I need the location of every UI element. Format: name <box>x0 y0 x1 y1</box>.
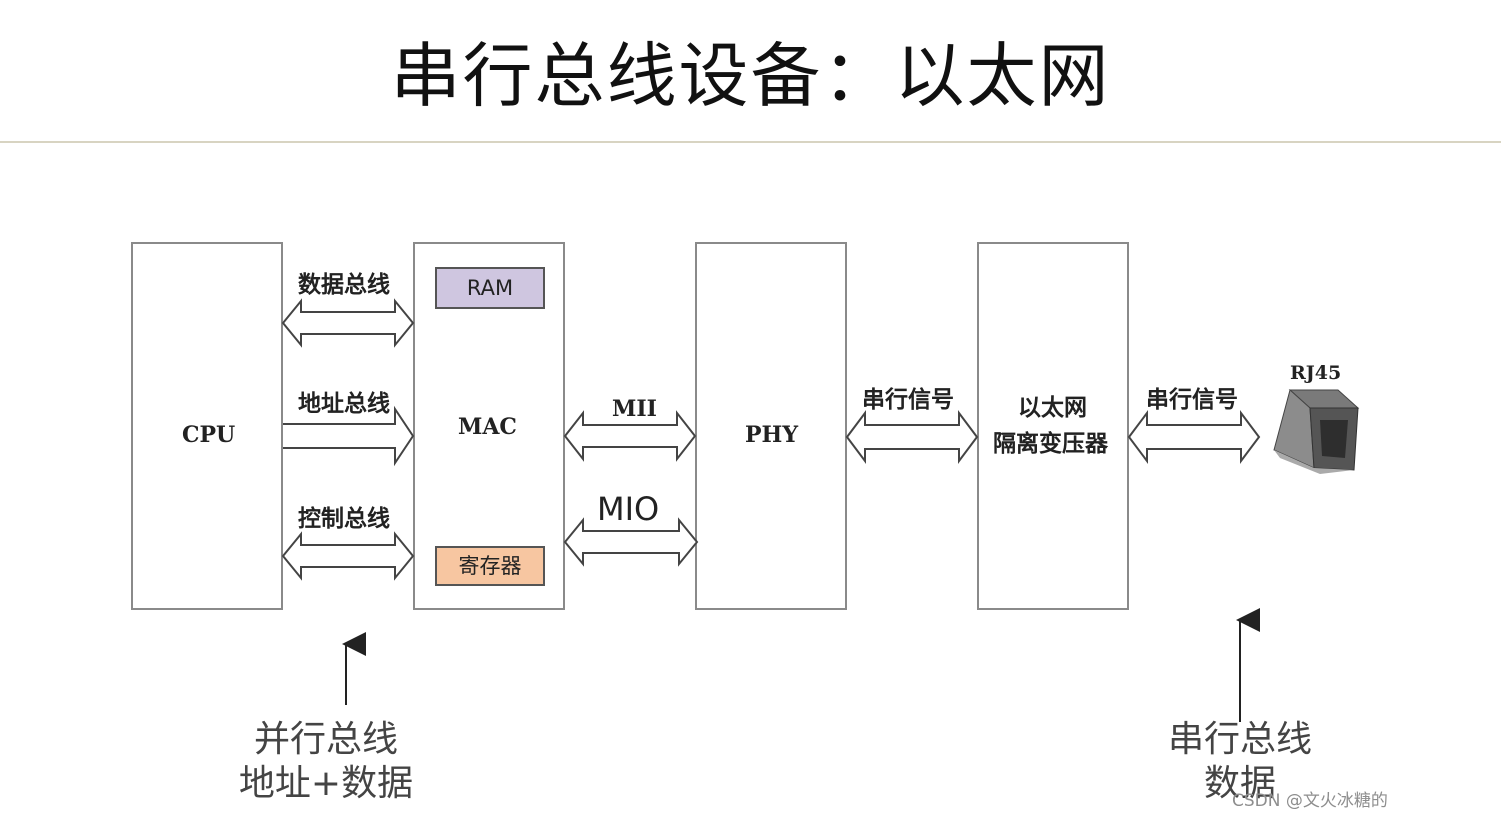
data-bus-arrow <box>281 298 415 348</box>
cpu-label: CPU <box>182 422 236 448</box>
serial-bus-line2: 数据 <box>1203 763 1276 804</box>
register-sub-block: 寄存器 <box>435 546 545 586</box>
rj45-connector-icon <box>1273 389 1360 474</box>
title-divider <box>0 141 1501 143</box>
data-bus-label: 数据总线 <box>298 271 390 298</box>
mio-label: MIO <box>597 490 660 528</box>
serial-signal-arrow-2 <box>1127 410 1261 464</box>
control-bus-arrow <box>281 531 415 581</box>
rj45-label: RJ45 <box>1290 362 1342 384</box>
phy-label: PHY <box>745 422 799 448</box>
watermark: CSDN @文火冰糖的 <box>1232 791 1388 811</box>
parallel-bus-line2: 地址+数据 <box>238 763 414 804</box>
control-bus-label: 控制总线 <box>298 505 390 532</box>
mii-arrow <box>563 410 697 462</box>
transformer-label-line1: 以太网 <box>1018 394 1087 421</box>
cpu-block <box>131 242 283 610</box>
ram-sub-block: RAM <box>435 267 545 309</box>
serial-signal-arrow-1 <box>845 410 979 464</box>
transformer-block <box>977 242 1129 610</box>
transformer-label-line2: 隔离变压器 <box>993 430 1108 457</box>
mio-arrow <box>563 517 699 567</box>
address-bus-label: 地址总线 <box>298 390 390 417</box>
parallel-bus-annotation: 并行总线 地址+数据 <box>226 718 426 806</box>
serial-bus-annotation: 串行总线 数据 <box>1140 718 1340 806</box>
parallel-bus-line1: 并行总线 <box>253 719 398 760</box>
serial-bus-line1: 串行总线 <box>1167 719 1312 760</box>
address-bus-arrow <box>283 405 415 467</box>
page-title: 串行总线设备：以太网 <box>390 35 1111 117</box>
phy-block <box>695 242 847 610</box>
mii-label: MII <box>612 396 657 422</box>
serial-signal-label-1: 串行信号 <box>862 386 954 413</box>
mac-label: MAC <box>458 414 517 440</box>
serial-signal-label-2: 串行信号 <box>1146 386 1238 413</box>
